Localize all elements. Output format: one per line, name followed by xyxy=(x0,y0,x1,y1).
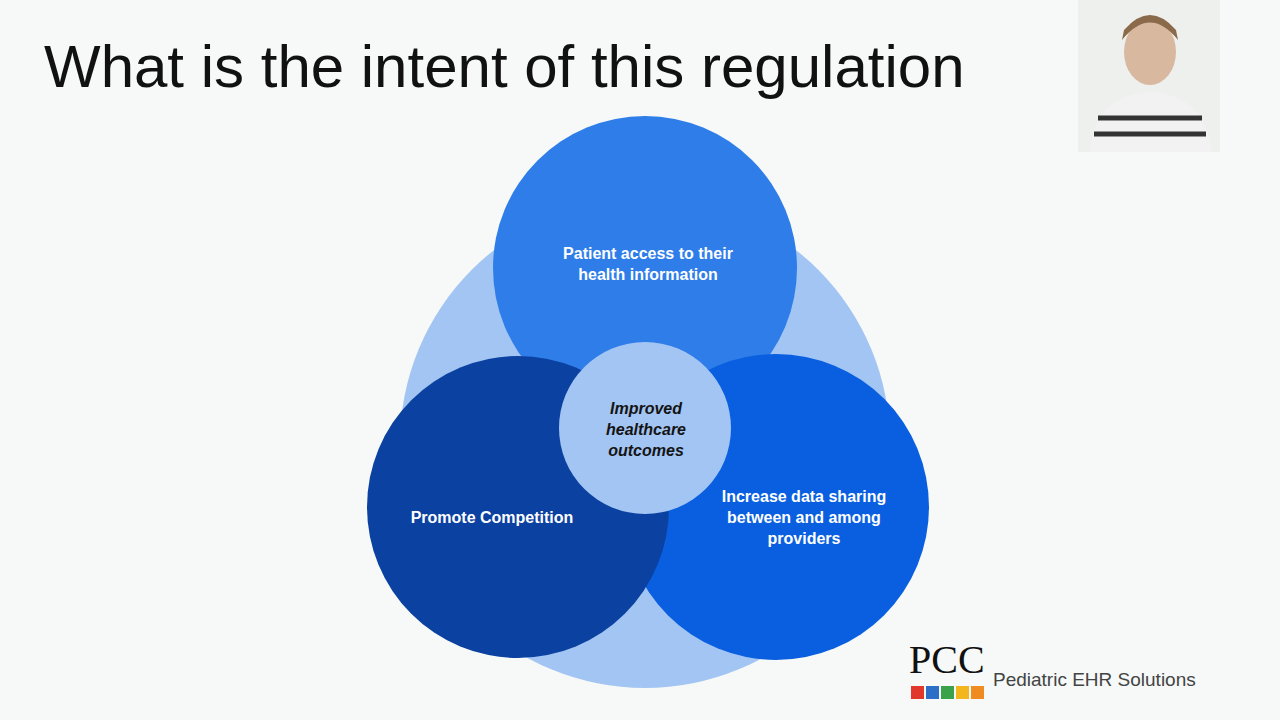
logo-tagline: Pediatric EHR Solutions xyxy=(993,669,1196,691)
circle-label: Promote Competition xyxy=(392,507,592,528)
circle-label: Patient access to their health informati… xyxy=(548,243,748,285)
logo-squares xyxy=(911,686,984,699)
circle-fill xyxy=(623,354,929,660)
presenter-webcam xyxy=(1078,0,1220,152)
circle-fill xyxy=(367,356,669,658)
circle-label: Increase data sharing between and among … xyxy=(704,486,904,549)
circle-fill xyxy=(559,342,731,514)
center-circle: Improved healthcare outcomes xyxy=(559,342,731,514)
circle-label: Improved healthcare outcomes xyxy=(591,398,701,461)
logo-wordmark: PCC xyxy=(909,636,985,683)
slide-title: What is the intent of this regulation xyxy=(44,32,965,101)
